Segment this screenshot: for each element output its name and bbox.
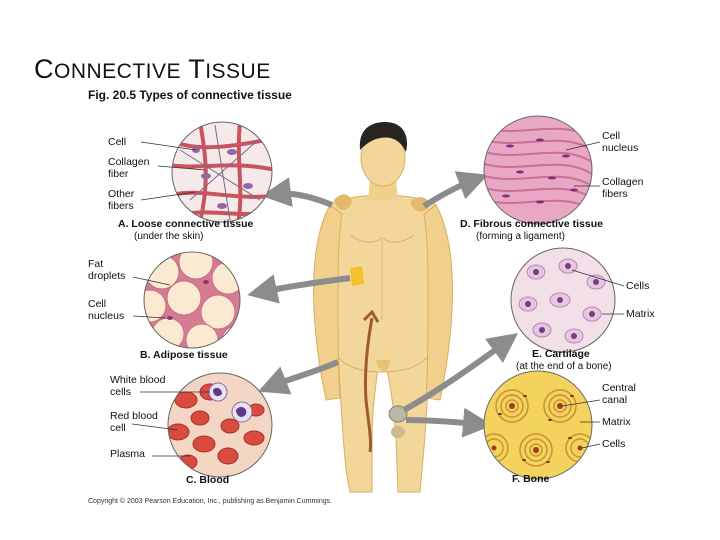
label-cells-bone: Cells	[602, 438, 626, 450]
label-collagen-fiber: Collagen fiber	[108, 156, 150, 180]
label-cell-nucleus-fibrous: Cell nucleus	[602, 130, 639, 154]
label-other-fibers: Other fibers	[108, 188, 135, 212]
label-cells-cartilage: Cells	[626, 280, 650, 292]
label-fat-droplets: Fat droplets	[88, 258, 126, 282]
fibrous-tissue-micrograph	[483, 115, 601, 225]
pointer-arrows	[247, 171, 519, 438]
subcaption-cartilage: (at the end of a bone)	[516, 361, 612, 372]
title-word-1: ONNECTIVE	[54, 60, 182, 83]
adipose-tissue-micrograph	[132, 251, 241, 349]
title-word-2: ISSUE	[205, 60, 271, 83]
subcaption-loose-tissue: (under the skin)	[134, 231, 204, 242]
blood-micrograph	[131, 372, 273, 478]
label-white-blood-cells: White blood cells	[110, 374, 166, 398]
title-initial-1: C	[34, 54, 54, 84]
loose-tissue-micrograph	[140, 121, 273, 223]
figure-caption: Fig. 20.5 Types of connective tissue	[88, 88, 292, 102]
label-central-canal: Central canal	[602, 382, 636, 406]
label-cell: Cell	[108, 136, 127, 148]
slide-title: CONNECTIVE TISSUE	[34, 54, 271, 85]
caption-fibrous-tissue: D. Fibrous connective tissue	[460, 218, 603, 230]
label-cell-nucleus-adipose: Cell nucleus	[88, 298, 125, 322]
caption-bone: F. Bone	[512, 473, 550, 485]
human-body-figure	[313, 122, 453, 493]
copyright-notice: Copyright © 2003 Pearson Education, Inc.…	[88, 498, 333, 505]
label-red-blood-cell: Red blood cell	[110, 410, 158, 434]
label-matrix-cartilage: Matrix	[626, 308, 655, 320]
label-plasma: Plasma	[110, 448, 146, 460]
subcaption-fibrous-tissue: (forming a ligament)	[476, 231, 565, 242]
title-initial-2: T	[188, 54, 206, 84]
cartilage-micrograph	[510, 247, 625, 353]
label-matrix-bone: Matrix	[602, 416, 631, 428]
caption-adipose-tissue: B. Adipose tissue	[140, 349, 228, 361]
caption-loose-tissue: A. Loose connective tissue	[118, 218, 254, 230]
caption-blood: C. Blood	[186, 474, 230, 486]
bone-micrograph	[483, 370, 601, 480]
caption-cartilage: E. Cartilage	[532, 348, 590, 360]
label-collagen-fibers: Collagen fibers	[602, 176, 644, 200]
